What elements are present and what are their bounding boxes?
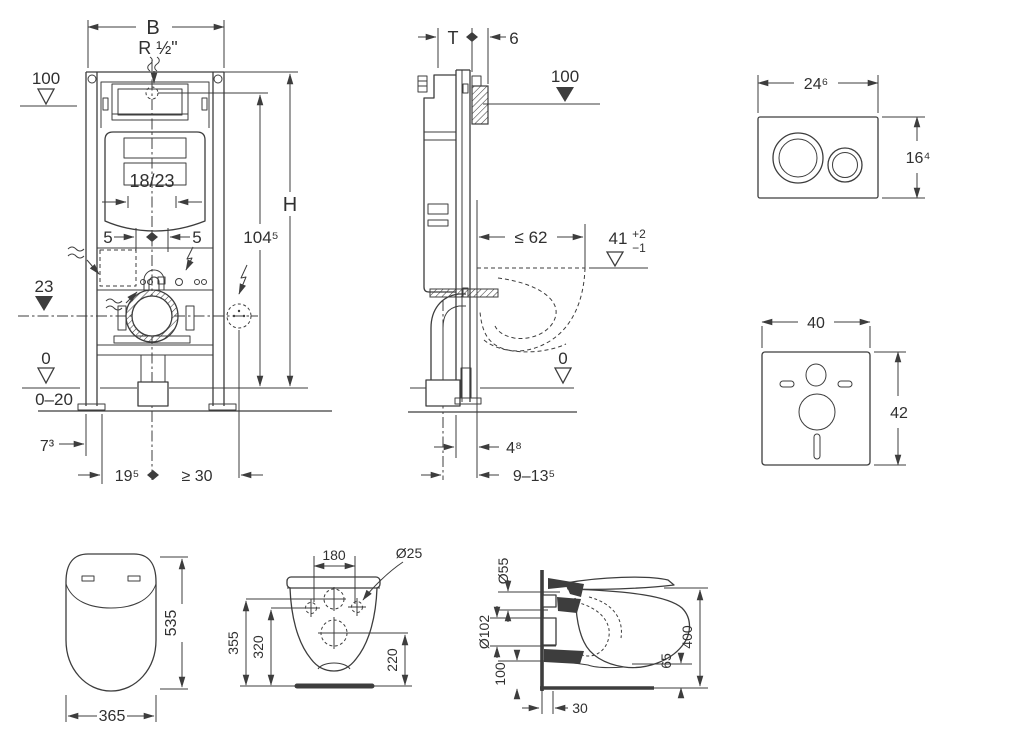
frame-screw-left — [87, 74, 97, 84]
mount-bracket-bottom — [544, 649, 584, 664]
view-sound-pad: 40 42 — [761, 315, 908, 466]
dim-floor-zero: 0 — [41, 349, 50, 368]
drain-socket-side — [425, 379, 461, 407]
dim-supply-level: 100 — [32, 69, 60, 88]
frame-foot-right — [208, 403, 237, 411]
dim-rail-offset: 4⁸ — [506, 440, 522, 457]
fixing-rod — [429, 288, 499, 298]
frame-foot-left — [77, 403, 106, 411]
flush-plate — [757, 116, 879, 199]
dim-inlet-diameter: Ø55 — [495, 558, 511, 585]
lightning-icon — [185, 246, 194, 271]
inlet-spigot — [542, 594, 557, 608]
water-flow-icon — [67, 246, 100, 275]
pad-slot-left — [779, 380, 795, 388]
level-mark-filled — [35, 296, 53, 311]
level-mark-open — [553, 367, 573, 385]
dim-floor-zero-side: 0 — [558, 349, 567, 368]
wc-body-outline — [289, 587, 378, 672]
dim-drain-offset: 19⁵ — [115, 468, 139, 485]
dim-side-clearance: ≥ 30 — [181, 468, 212, 485]
view-wc-rear: 180 Ø25 355 320 220 — [225, 545, 423, 689]
center-tick — [147, 470, 159, 480]
dim-offset-right: 5 — [192, 228, 201, 247]
dim-frame-depth: T — [448, 28, 459, 48]
bowl-profile — [567, 588, 691, 669]
dim-seat-height-tol-minus: −1 — [632, 241, 646, 255]
view-frame-side: T 6 100 ≤ 62 41 +2 −1 — [408, 28, 648, 485]
dim-foot-offset: 7³ — [40, 438, 55, 455]
view-seat-top: 535 365 — [65, 553, 188, 725]
wc-rim-top — [286, 576, 381, 589]
dim-outlet-center-height: 100 — [492, 662, 508, 686]
dim-seat-height-tol-plus: +2 — [632, 227, 646, 241]
mount-bracket-top — [548, 578, 584, 597]
dim-seat-height: 41 — [609, 229, 628, 248]
seat-hinge-right — [127, 575, 141, 582]
dim-drain-depth: 9–13⁵ — [513, 468, 555, 485]
level-mark-open — [36, 88, 56, 106]
level-mark-open — [36, 367, 56, 385]
dim-rear-height-total: 355 — [225, 631, 241, 655]
sound-insulation-pad — [761, 351, 871, 466]
dim-floor-range: 0–20 — [35, 390, 73, 409]
dim-bottom-clearance: 65 — [658, 653, 674, 669]
level-mark-open — [605, 251, 625, 268]
dim-wall-gap: 30 — [572, 700, 588, 716]
dim-seat-width: 365 — [99, 708, 126, 725]
dim-offset-left: 5 — [103, 228, 112, 247]
flush-button-large — [772, 132, 824, 184]
lightning-icon — [238, 264, 248, 295]
dim-wc-depth: ≤ 62 — [515, 228, 548, 247]
cistern-profile — [423, 74, 456, 293]
dim-supply-level-side: 100 — [551, 67, 579, 86]
dim-hole-diameter: Ø25 — [396, 545, 423, 561]
flush-button-small — [827, 147, 863, 183]
pad-slot-bottom — [813, 433, 821, 460]
dim-seat-length: 535 — [163, 610, 180, 637]
outlet-spigot — [542, 617, 557, 646]
dim-pad-width: 40 — [807, 315, 825, 332]
dim-supply-thread: R ½" — [138, 38, 177, 58]
seat-lid-outline — [65, 553, 157, 692]
dim-rear-height-inner: 320 — [250, 635, 266, 659]
dim-outlet-height: 220 — [384, 648, 400, 672]
view-frame-front: B R ½" 100 18/23 5 5 — [18, 17, 332, 485]
optional-connection-zone — [99, 249, 137, 287]
pad-slot-right — [837, 380, 853, 388]
water-flow-icon — [147, 56, 160, 84]
dim-wc-height: 400 — [679, 625, 695, 649]
dim-wall-offset: 6 — [509, 29, 518, 48]
water-flow-icon — [105, 291, 138, 311]
drain-elbow — [430, 293, 466, 380]
pad-cutout-top — [805, 363, 827, 387]
dim-supply-height: 104⁵ — [243, 228, 278, 247]
pad-cutout-center — [798, 393, 836, 431]
view-flush-plate: 24⁶ 16⁴ — [757, 75, 931, 199]
center-tick — [466, 32, 478, 42]
dim-pad-height: 42 — [890, 405, 908, 422]
drain-socket — [137, 381, 169, 407]
flush-bend-arch — [143, 269, 165, 290]
dim-plate-height: 16⁴ — [906, 150, 931, 167]
level-mark-filled — [556, 87, 574, 102]
dim-frame-width: B — [146, 17, 159, 39]
dim-plate-width: 24⁶ — [804, 76, 828, 93]
view-wc-side: Ø55 Ø102 100 400 65 30 — [476, 558, 708, 716]
dim-frame-height: H — [283, 194, 297, 216]
wall-bracket — [471, 85, 489, 125]
frame-screw-right — [213, 74, 223, 84]
dim-outlet-level: 23 — [35, 277, 54, 296]
wc-dashed-outline — [477, 267, 586, 353]
mount-bracket-mid — [557, 597, 581, 613]
dim-hole-spacing: 180 — [322, 547, 346, 563]
trapway-dashed — [575, 601, 610, 657]
dim-outlet-diameter: Ø102 — [476, 615, 492, 649]
seat-hinge-left — [81, 575, 95, 582]
